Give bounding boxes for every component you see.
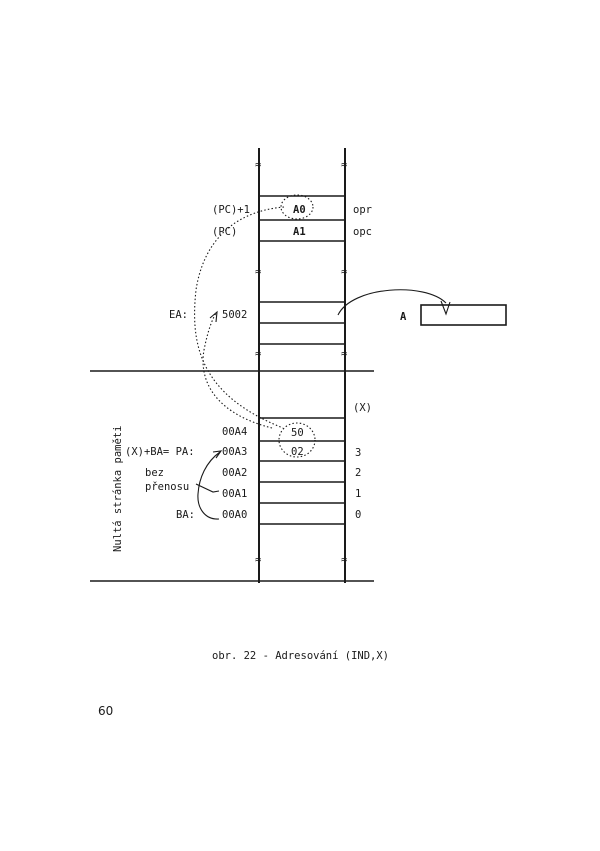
address-00a0: 00A0 (222, 509, 247, 521)
arrow-head-icon (212, 450, 223, 459)
label-pc: (PC) (212, 226, 237, 238)
cell-a1: A1 (293, 226, 306, 238)
index-1: 1 (355, 488, 361, 500)
cell-a0: A0 (293, 204, 306, 216)
arrow-ea-to-a (337, 289, 447, 316)
page-number: 60 (98, 704, 113, 718)
ea-cells (259, 301, 345, 345)
arrow-head-icon (440, 300, 451, 316)
break-mark: ≈ (255, 159, 261, 171)
index-3: 3 (355, 447, 361, 459)
dotted-circle-50-02 (278, 422, 316, 458)
address-00a1: 00A1 (222, 488, 247, 500)
label-x-register: (X) (353, 402, 372, 414)
break-marks: ≈ ≈ ≈ ≈ ≈ ≈ ≈ ≈ (255, 159, 347, 566)
break-mark: ≈ (341, 554, 347, 566)
address-00a2: 00A2 (222, 467, 247, 479)
break-mark: ≈ (341, 159, 347, 171)
arrow-ba-to-pa (197, 451, 221, 520)
label-a-register: A (400, 311, 407, 323)
label-pc-plus-1: (PC)+1 (212, 204, 250, 216)
ea-value: 5002 (222, 309, 247, 321)
break-mark: ≈ (341, 266, 347, 278)
break-mark: ≈ (341, 348, 347, 360)
arrow-head-icon (209, 310, 218, 323)
figure-caption: obr. 22 - Adresování (IND,X) (212, 650, 389, 662)
break-mark: ≈ (255, 348, 261, 360)
cell-02: 02 (291, 446, 304, 458)
zero-page-cells (259, 417, 345, 525)
label-opr: opr (353, 204, 372, 216)
zero-page-label: Nultá stránka paměti (112, 426, 124, 552)
break-mark: ≈ (255, 266, 261, 278)
index-0: 0 (355, 509, 361, 521)
dotted-circle-a0 (280, 194, 314, 220)
a-register-box (420, 304, 507, 326)
address-00a3: 00A3 (222, 446, 247, 458)
cell-50: 50 (291, 427, 304, 439)
bez-prenosu-pointer (195, 483, 220, 493)
address-00a4: 00A4 (222, 426, 247, 438)
label-bez: bez (145, 467, 164, 479)
label-x-plus-ba: (X)+BA= PA: (125, 446, 195, 458)
index-2: 2 (355, 467, 361, 479)
break-mark: ≈ (255, 554, 261, 566)
label-prenosu: přenosu (145, 481, 189, 493)
label-opc: opc (353, 226, 372, 238)
label-ba: BA: (176, 509, 195, 521)
label-ea: EA: (169, 309, 188, 321)
